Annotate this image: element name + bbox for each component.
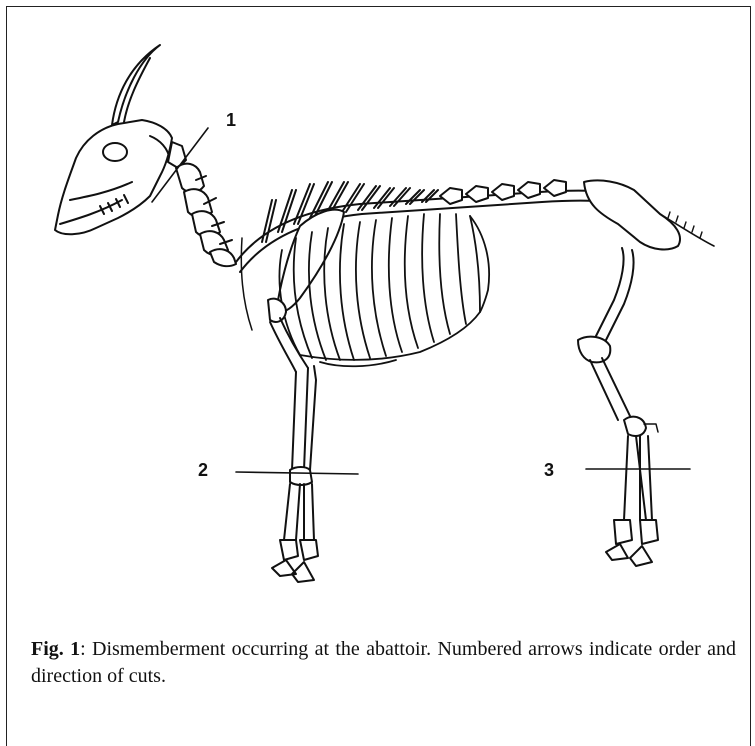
cervical-vertebrae [176,164,236,267]
figure-caption-text: : Dismemberment occurring at the abattoi… [31,638,736,687]
hind-leg [578,248,658,566]
goat-skeleton-diagram: 1 2 3 [0,0,755,630]
figure-caption-label: Fig. 1 [31,638,80,660]
figure-caption: Fig. 1: Dismemberment occurring at the a… [31,636,736,690]
cut-label-3: 3 [544,460,554,480]
skull [55,45,186,234]
rib-cage [279,214,489,366]
cut-label-2: 2 [198,460,208,480]
cut-line-2 [236,472,358,474]
pelvis [584,180,680,249]
cut-label-1: 1 [226,110,236,130]
